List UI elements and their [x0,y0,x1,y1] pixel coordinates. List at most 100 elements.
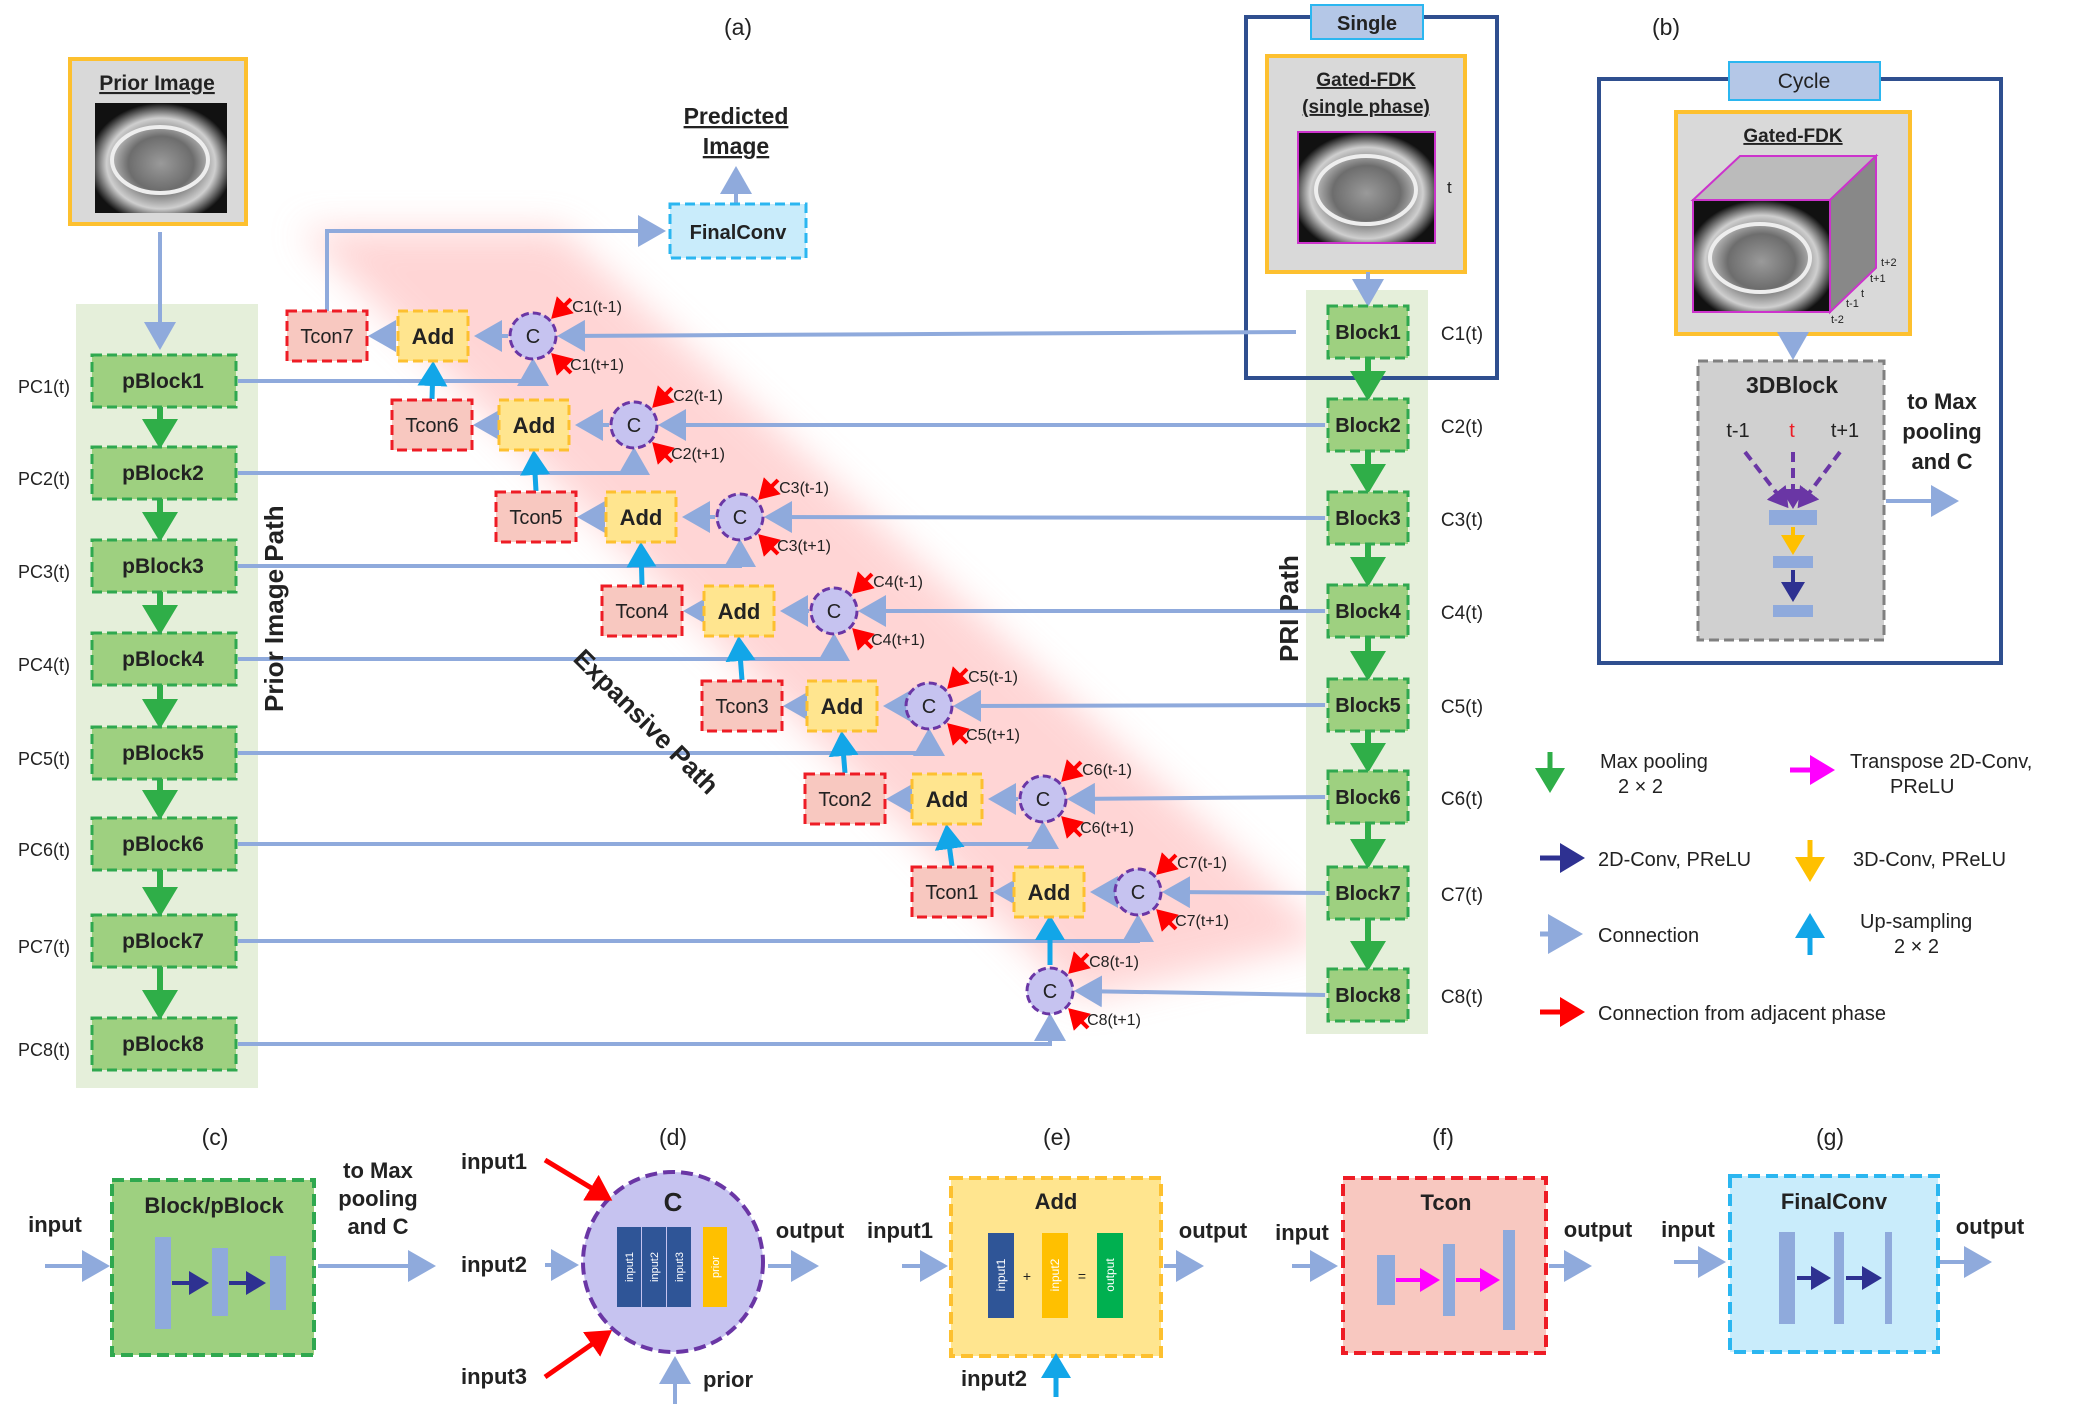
cycle-tag: Cycle [1778,70,1831,93]
adjacent-plus-label: C1(t+1) [570,357,624,374]
g-bar-1 [1779,1232,1795,1324]
single-ct-body [1314,154,1418,226]
adjacent-phase-arrow-minus [1156,852,1179,875]
c-node-label: C [733,507,747,529]
single-tag: Single [1337,13,1397,35]
panel-label-d: (d) [659,1124,687,1150]
c-node [715,492,765,542]
adjacent-phase-arrow-minus [852,571,875,594]
panel-label-f: (f) [1432,1124,1454,1150]
finalconv-box [668,202,808,260]
c-node [809,586,859,636]
g-finalconv-title: FinalConv [1781,1189,1888,1214]
d-input2-label: input2 [461,1252,527,1277]
pblock-to-c-connection [238,447,650,475]
pblock-to-c-connection [238,539,756,568]
cycle-frame-tplus2: t+2 [1881,257,1897,269]
adjacent-minus-label: C6(t-1) [1082,762,1132,779]
block3d-out-1: to Max [1907,389,1977,414]
add-label: Add [513,413,556,438]
c-level-label: C5(t) [1441,697,1483,718]
upsampling-arrow [417,361,448,400]
block3d-out-3: and C [1911,449,1972,474]
legend-adjacent: Connection from adjacent phase [1598,1003,1886,1025]
e-bar-input2 [1042,1233,1068,1318]
adjacent-plus-label: C4(t+1) [871,632,925,649]
block-to-c-connection [1067,782,1326,815]
legend-conv2d: 2D-Conv, PReLU [1598,849,1751,871]
block-label: Block2 [1335,415,1401,437]
c-bar-3 [270,1256,286,1310]
pblock-box [90,816,238,872]
pblock-box [90,538,238,594]
cycle-tag-box [1728,61,1881,101]
tcon-box [285,309,369,363]
c-level-label: C4(t) [1441,603,1483,624]
g-input-label: input [1661,1217,1715,1242]
e-bar-input2-label: input2 [1048,1258,1062,1291]
block-box [1326,304,1410,360]
pc-label: PC6(t) [18,840,70,860]
legend-upsample-2: 2 × 2 [1894,936,1939,958]
d-bar-input1-label: input1 [624,1252,636,1282]
block-box [1326,397,1410,453]
block-to-c-connection [1074,975,1326,1008]
pblock-to-c-connection [238,821,1059,849]
adjacent-plus-label: C5(t+1) [966,727,1020,744]
pblock-to-c-connection [238,728,945,756]
adjacent-minus-label: C5(t-1) [968,669,1018,686]
add-label: Add [821,694,864,719]
pc-label: PC4(t) [18,655,70,675]
g-bar-2 [1834,1232,1844,1324]
block3d-bar-3 [1773,605,1813,617]
adjacent-plus-label: C2(t+1) [671,446,725,463]
f-bar-2 [1443,1244,1455,1316]
c-input-label: input [28,1212,82,1237]
g-bar-3 [1885,1232,1892,1324]
pblock-box [90,353,238,409]
tcon-label: Tcon5 [509,507,562,529]
block-box [1326,769,1410,825]
tcon-label: Tcon2 [818,789,871,811]
pblock-label: pBlock4 [122,648,204,671]
f-output-label: output [1564,1217,1633,1242]
pblock-to-c-connection [238,633,850,661]
adjacent-minus-label: C4(t-1) [873,574,923,591]
adjacent-minus-label: C8(t-1) [1089,954,1139,971]
adjacent-minus-label: C2(t-1) [673,388,723,405]
d-bar-input3 [667,1227,691,1307]
block-box [1326,583,1410,639]
single-tag-box [1310,4,1424,40]
pblock-label: pBlock8 [122,1033,204,1056]
cycle-frame-t: t [1861,288,1864,300]
d-prior-label: prior [703,1367,754,1392]
legend-upsample-1: Up-sampling [1860,911,1972,933]
pblock-label: pBlock6 [122,833,204,856]
adjacent-plus-label: C3(t+1) [777,538,831,555]
f-bar-1 [1377,1255,1395,1305]
pri-path-label: PRI Path [1274,555,1304,662]
d-bar-input1 [617,1227,641,1307]
adjacent-phase-arrow-minus [652,385,675,408]
block-to-c-connection [953,689,1326,722]
adjacent-minus-label: C1(t-1) [572,299,622,316]
adjacent-phase-arrow-plus [1156,909,1179,932]
legend-maxpool-2: 2 × 2 [1618,776,1663,798]
add-label: Add [1028,880,1071,905]
tcon-label: Tcon1 [925,882,978,904]
e-input1-label: input1 [867,1218,933,1243]
tcon-box [700,679,784,733]
c-node [609,400,659,450]
single-t-label: t [1447,178,1452,197]
block-box [1326,865,1410,921]
block3d-tminus1: t-1 [1726,420,1749,442]
e-output-label: output [1179,1218,1248,1243]
add-box [604,490,678,544]
c-level-label: C7(t) [1441,885,1483,906]
c-node-label: C [1043,981,1057,1003]
pc-label: PC8(t) [18,1040,70,1060]
prior-path-label: Prior Image Path [259,505,289,712]
adjacent-phase-arrow-minus [758,477,781,500]
prior-path-bg [76,304,258,1088]
